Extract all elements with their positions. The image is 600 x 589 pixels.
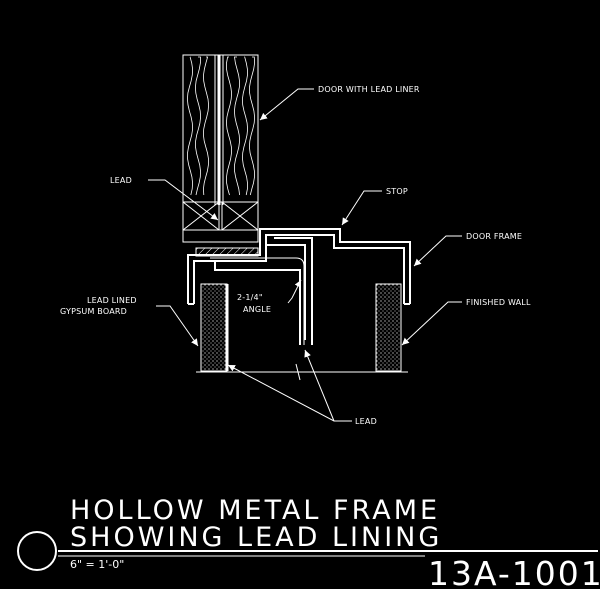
detail-number: 13A-1001 (428, 554, 600, 589)
lead-hatch-strip (195, 247, 259, 257)
title-block: HOLLOW METAL FRAME SHOWING LEAD LINING 6… (17, 495, 600, 589)
left-wall (200, 283, 229, 372)
wood-grain-line (248, 56, 256, 196)
callout-gypsum-board: GYPSUM BOARD (60, 307, 127, 316)
wood-grain-line (194, 56, 202, 196)
callout-leaders (148, 88, 462, 422)
callout-door-with-lead-liner: DOOR WITH LEAD LINER (318, 85, 420, 94)
scale-label: 6" = 1'-0" (70, 558, 124, 571)
title-line-1: HOLLOW METAL FRAME (70, 495, 440, 526)
door-section (182, 54, 259, 243)
title-line-2: SHOWING LEAD LINING (70, 522, 442, 553)
callout-stop: STOP (386, 187, 408, 196)
right-wall (375, 283, 402, 372)
wood-grain-line (233, 56, 241, 196)
wood-grain-line (225, 56, 233, 196)
callout-angle: ANGLE (243, 305, 271, 314)
detail-circle (17, 531, 57, 571)
wood-grain-line (202, 56, 210, 196)
steel-angle (214, 262, 301, 345)
callout-angle-size: 2-1/4" (237, 293, 263, 302)
wood-grain-line (186, 56, 194, 196)
callout-lead-top: LEAD (110, 176, 132, 185)
callout-lead-bottom: LEAD (355, 417, 377, 426)
callout-finished-wall: FINISHED WALL (466, 298, 531, 307)
wood-grain-line (241, 56, 249, 196)
callout-door-frame: DOOR FRAME (466, 232, 522, 241)
callout-lead-lined: LEAD LINED (87, 296, 137, 305)
